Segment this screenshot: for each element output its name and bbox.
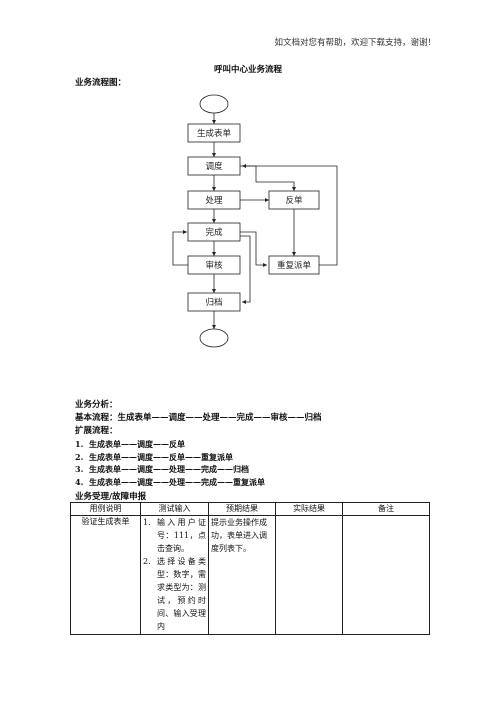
svg-text:完成: 完成 xyxy=(205,227,223,238)
column-header: 测试输入 xyxy=(140,502,209,516)
node-generate: 生成表单 xyxy=(187,123,241,143)
svg-text:归档: 归档 xyxy=(205,297,222,308)
ext-flow-list: 1.生成表单——调度——反单 2.生成表单——调度——反单——重复派单 3.生成… xyxy=(75,438,265,488)
page-title: 呼叫中心业务流程 xyxy=(213,65,282,75)
analysis-heading: 业务分析： xyxy=(75,400,118,410)
table-row: 验证生成表单 1.输入用户证号：111，点击查询。 2.选择设备类型：数字，需求… xyxy=(70,515,430,635)
node-complete: 完成 xyxy=(187,222,241,242)
table-header-row: 用例说明 测试输入 预期结果 实际结果 备注 xyxy=(70,502,430,516)
ext-heading: 扩展流程： xyxy=(75,426,118,436)
header-note: 如文档对您有帮助，欢迎下载支持，谢谢！ xyxy=(274,38,436,48)
node-dispatch: 调度 xyxy=(187,156,241,176)
node-review: 审核 xyxy=(187,255,241,275)
remark-cell xyxy=(342,515,430,635)
flow-heading: 业务流程图： xyxy=(75,78,127,88)
input-cell: 1.输入用户证号：111，点击查询。 2.选择设备类型：数字，需求类型为：测试，… xyxy=(140,515,209,635)
list-item: 1.输入用户证号：111，点击查询。 xyxy=(143,518,206,553)
node-process: 处理 xyxy=(187,190,241,210)
node-redispatch: 重复派单 xyxy=(268,255,320,275)
column-header: 实际结果 xyxy=(275,502,343,516)
basic-flow: 基本流程：生成表单——调度——处理——完成——审核——归档 xyxy=(75,413,322,423)
svg-text:反单: 反单 xyxy=(285,195,303,206)
node-reject: 反单 xyxy=(268,190,320,210)
column-header: 预期结果 xyxy=(208,502,276,516)
list-item: 3.生成表单——调度——处理——完成——归档 xyxy=(75,464,249,475)
expected-cell: 提示业务操作成功，表单进入调度列表下。 xyxy=(208,515,276,635)
table-heading: 业务受理/故障申报 xyxy=(75,492,147,502)
test-case-table: 用例说明 测试输入 预期结果 实际结果 备注 验证生成表单 1.输入用户证号：1… xyxy=(70,502,430,635)
list-item: 1.生成表单——调度——反单 xyxy=(75,439,185,449)
start-terminal xyxy=(199,94,229,114)
list-item: 2.生成表单——调度——反单——重复派单 xyxy=(75,451,233,462)
end-terminal xyxy=(199,328,229,348)
flowchart: 生成表单 调度 处理 完成 审核 归档 反单 重复派单 xyxy=(172,94,338,348)
svg-text:处理: 处理 xyxy=(205,195,223,206)
actual-cell xyxy=(275,515,343,635)
case-cell: 验证生成表单 xyxy=(70,515,141,635)
node-archive: 归档 xyxy=(187,292,241,312)
list-item: 2.选择设备类型：数字，需求类型为：测试，预约时间、输入受理内 xyxy=(143,557,206,631)
column-header: 备注 xyxy=(342,502,430,516)
column-header: 用例说明 xyxy=(70,502,141,516)
svg-text:生成表单: 生成表单 xyxy=(197,128,232,139)
svg-text:调度: 调度 xyxy=(205,161,223,172)
list-item: 4.生成表单——调度——处理——完成——重复派单 xyxy=(75,476,265,487)
svg-text:重复派单: 重复派单 xyxy=(277,260,312,271)
svg-text:审核: 审核 xyxy=(205,260,223,271)
